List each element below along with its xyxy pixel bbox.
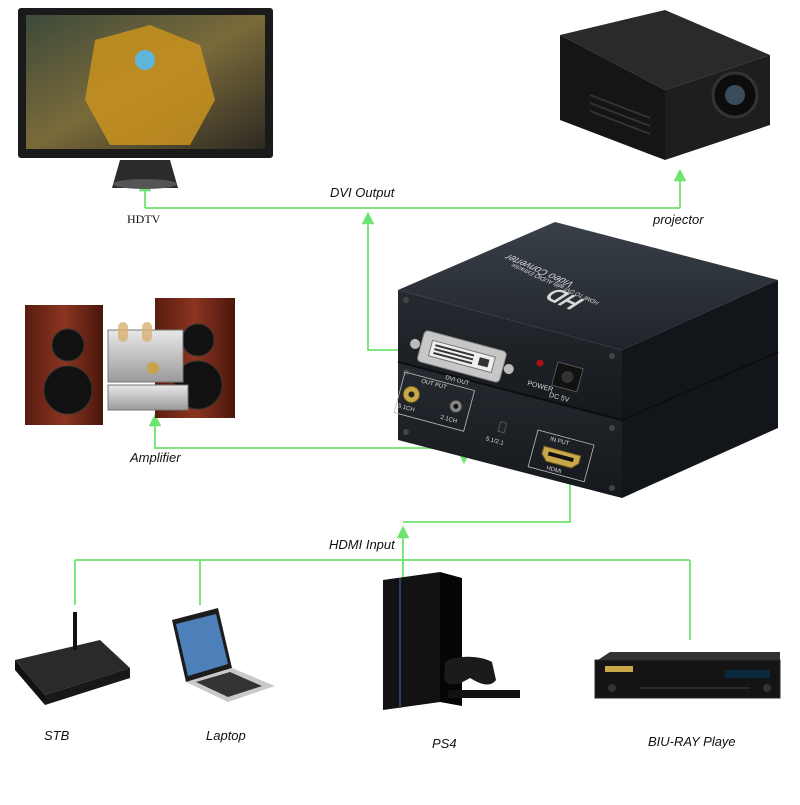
projector-illustration — [560, 10, 770, 160]
right-tweeter — [181, 323, 215, 357]
amplifier-illustration — [25, 298, 235, 425]
ps4-console — [383, 572, 440, 710]
bluray-illustration — [594, 652, 781, 699]
laptop-screen — [176, 614, 228, 676]
stb-label: STB — [44, 728, 70, 743]
hdmi-input-label: HDMI Input — [329, 537, 395, 552]
amp-tube — [142, 322, 152, 342]
cd-unit — [107, 384, 189, 411]
bluray-logo — [605, 666, 633, 672]
bluray-front — [594, 659, 781, 699]
robot-eye — [135, 50, 155, 70]
amp-knob — [147, 362, 159, 374]
ps4-controller — [444, 656, 496, 685]
ch21-label: 2.1CH — [440, 415, 458, 425]
hdmi-label: HDMI — [546, 466, 563, 476]
hdmi-input-port: IN PUT HDMI — [527, 429, 595, 483]
bluray-display — [725, 670, 770, 678]
laptop-illustration — [172, 608, 275, 702]
laptop-keyboard — [196, 672, 262, 697]
amplifier-label: Amplifier — [130, 450, 181, 465]
arrow-to-amplifier — [148, 413, 464, 449]
converter-top — [398, 222, 778, 350]
left-woofer — [43, 365, 93, 415]
stb-front — [45, 668, 130, 705]
input-label: IN PUT — [549, 437, 570, 448]
dc-jack: DC 5V — [548, 361, 584, 404]
laptop-label: Laptop — [206, 728, 246, 743]
power-led — [536, 359, 544, 367]
projector-top — [560, 10, 770, 90]
dvi-out-port: DVI OUT — [410, 330, 514, 387]
hdtv-illustration — [18, 8, 273, 189]
ch51-label: 5.1CH — [397, 403, 415, 413]
bluray-label: BIU-RAY Playe — [648, 734, 736, 749]
hdtv-label: HDTV — [127, 212, 161, 226]
ps4-illustration — [383, 572, 520, 710]
ps4-label: PS4 — [432, 736, 457, 751]
projector-label: projector — [653, 212, 704, 227]
stb-illustration — [15, 612, 130, 705]
ps4-camera — [448, 690, 520, 698]
switch-label: 5.1/2.1 — [485, 436, 505, 447]
hdtv-stand-base — [113, 179, 177, 189]
amp-tube — [118, 322, 128, 342]
projector-lens-glass — [725, 85, 745, 105]
converter-illustration: HD Video Converter HDMI TO DVI with AUDI… — [393, 222, 779, 498]
dvi-output-label: DVI Output — [330, 185, 395, 200]
robot-figure — [85, 25, 215, 145]
left-tweeter — [51, 328, 85, 362]
mode-switch: 5.1/2.1 — [485, 420, 508, 447]
stb-top — [15, 640, 130, 695]
converter-side — [622, 280, 778, 498]
